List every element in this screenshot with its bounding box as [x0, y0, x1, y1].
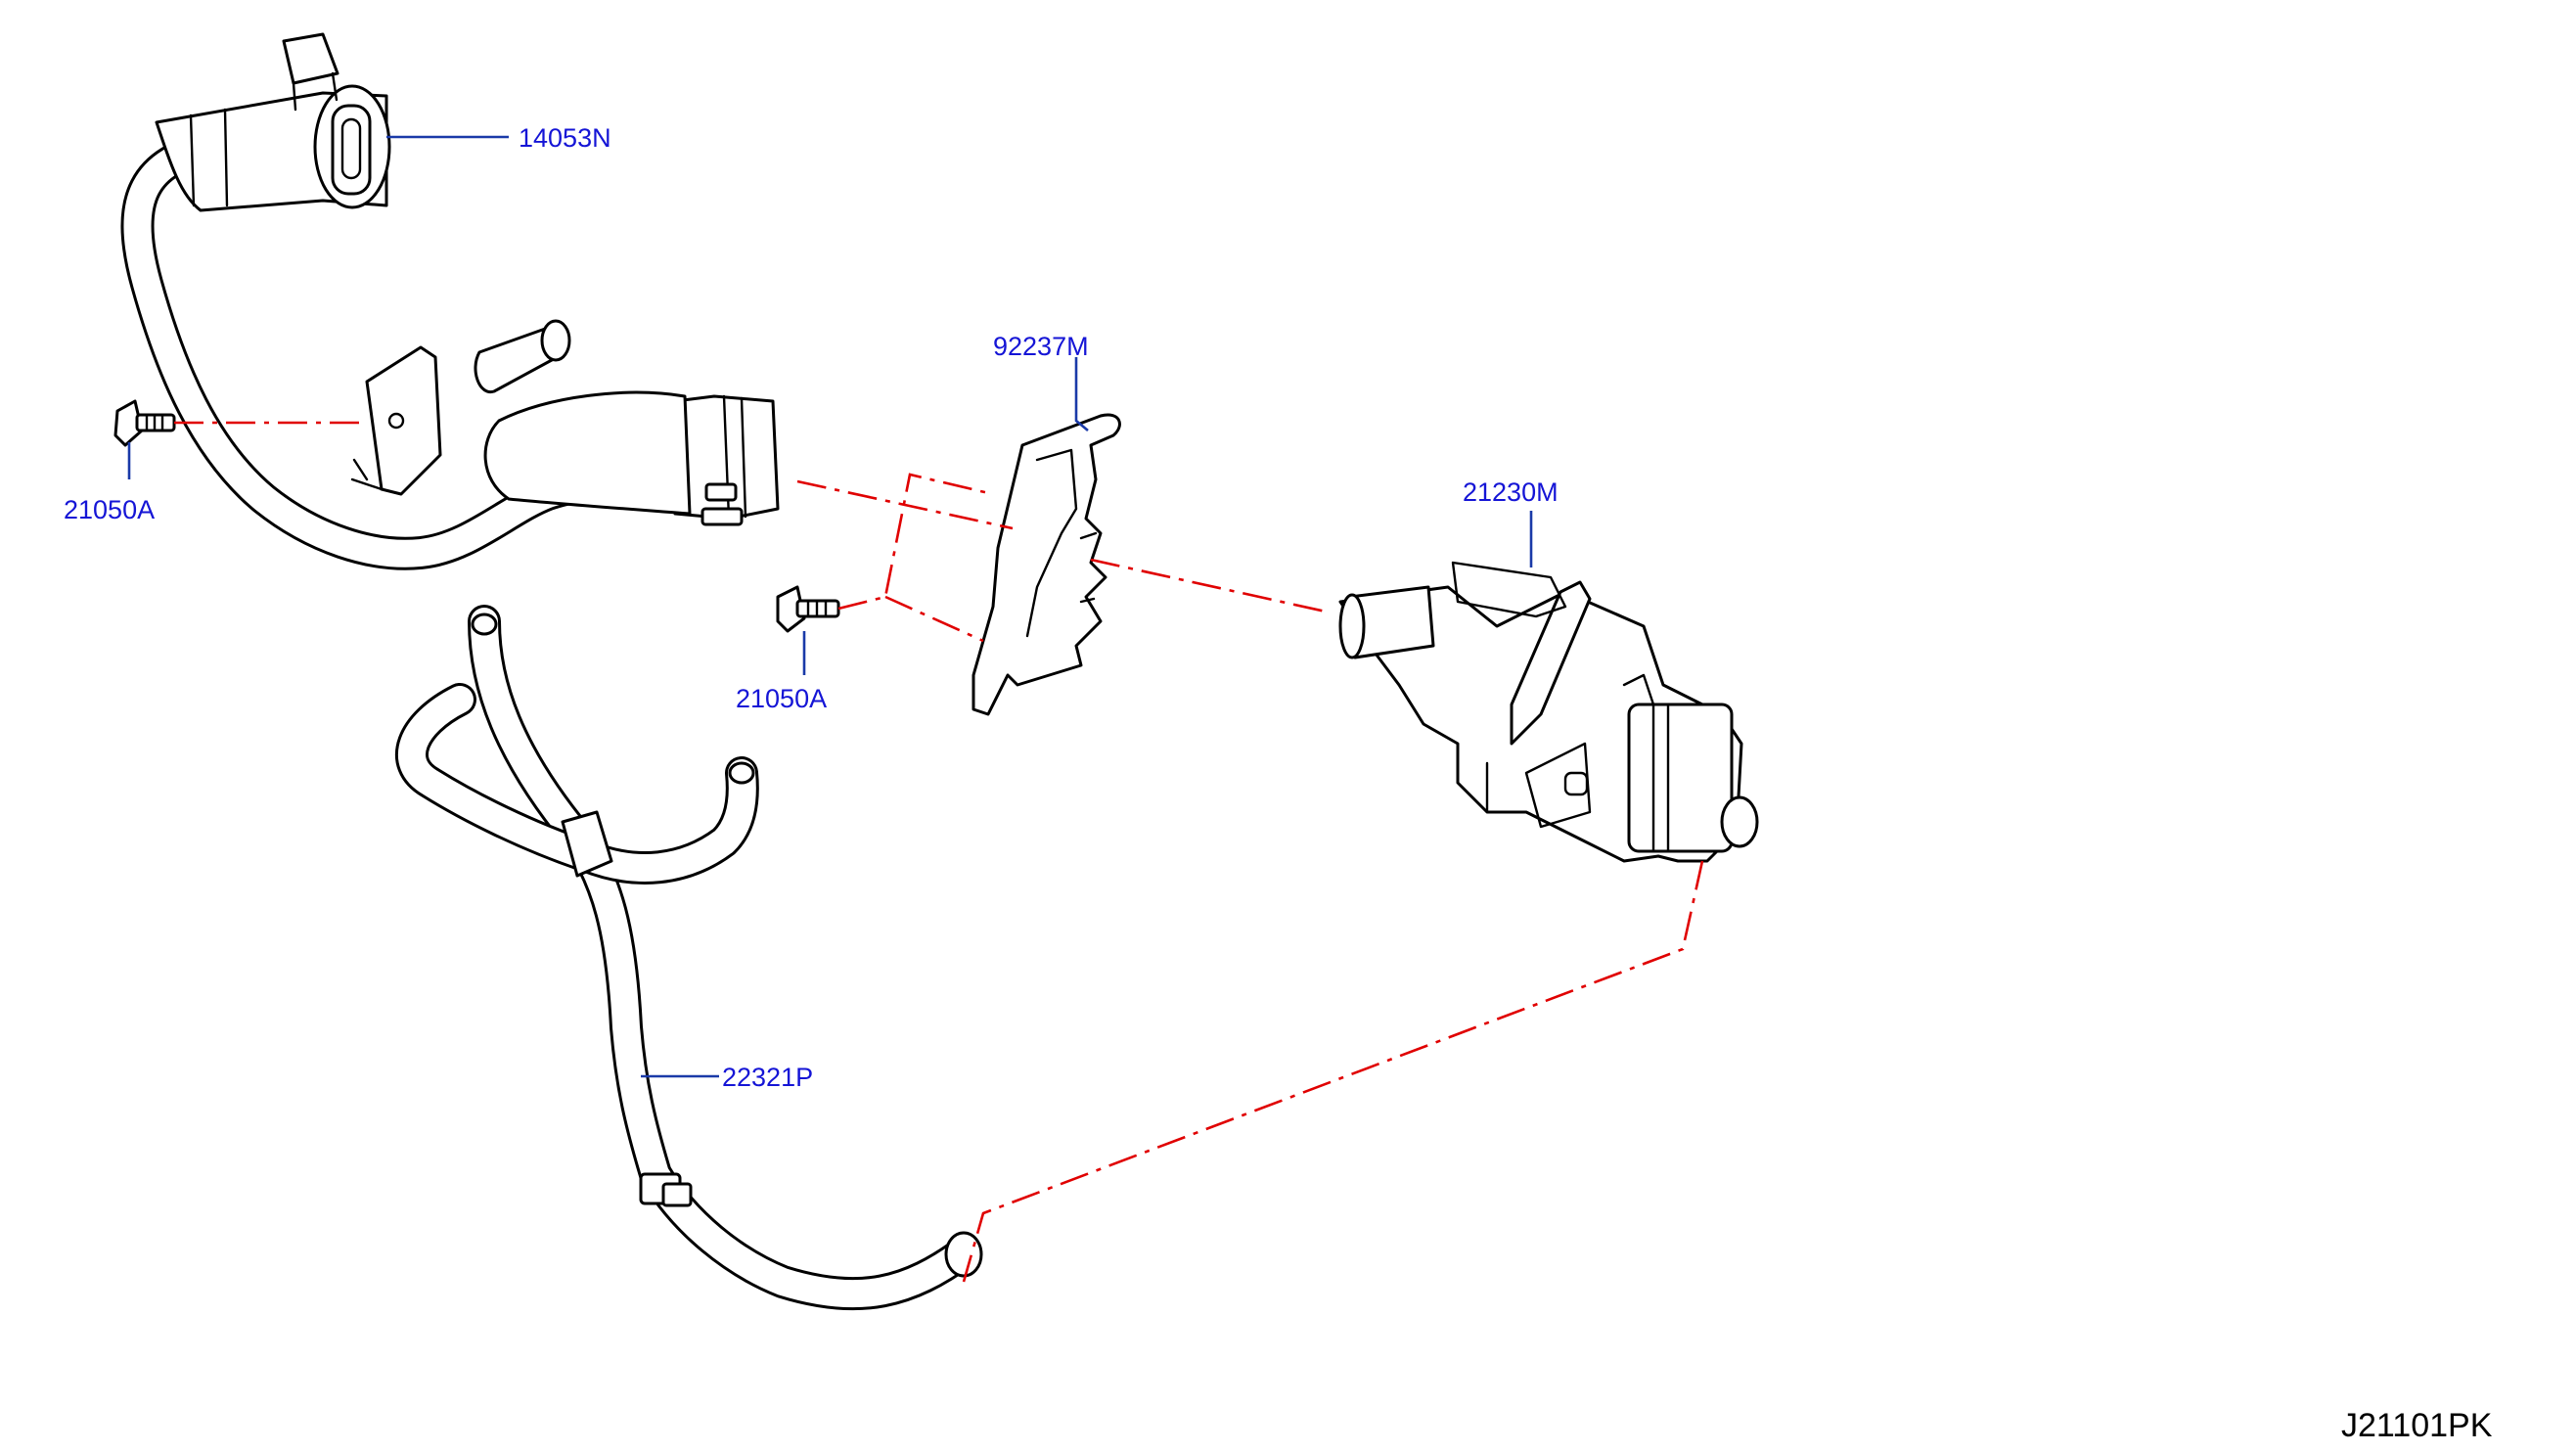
- leader-92237m: [1074, 357, 1089, 431]
- part-number-21050a-left: 21050A: [64, 495, 155, 524]
- ref-line-bolt-to-shield: [884, 595, 984, 643]
- diagram-code: J21101PK: [2341, 1407, 2493, 1444]
- leader-lines: [127, 135, 1533, 1078]
- part-number-22321p: 22321P: [722, 1063, 813, 1092]
- bolt-21050a-center: [776, 585, 840, 633]
- ref-line-bolt-center: [837, 473, 994, 611]
- ref-line-housing-to-hose: [962, 860, 1704, 1283]
- part-number-21230m: 21230M: [1463, 477, 1559, 507]
- hose-assembly-22321p: [395, 605, 983, 1311]
- part-number-14053n: 14053N: [519, 123, 611, 153]
- heat-shield-92237m: [972, 413, 1121, 716]
- part-number-92237m: 92237M: [993, 332, 1089, 361]
- bolt-21050a-left: [113, 399, 176, 447]
- water-hose-assembly-14053n: [120, 32, 780, 570]
- part-number-21050a-center: 21050A: [736, 684, 827, 713]
- ref-line-shield-to-housing: [1090, 558, 1327, 613]
- thermostat-housing-21230m: [1338, 561, 1759, 863]
- reference-lines: [174, 421, 1704, 1283]
